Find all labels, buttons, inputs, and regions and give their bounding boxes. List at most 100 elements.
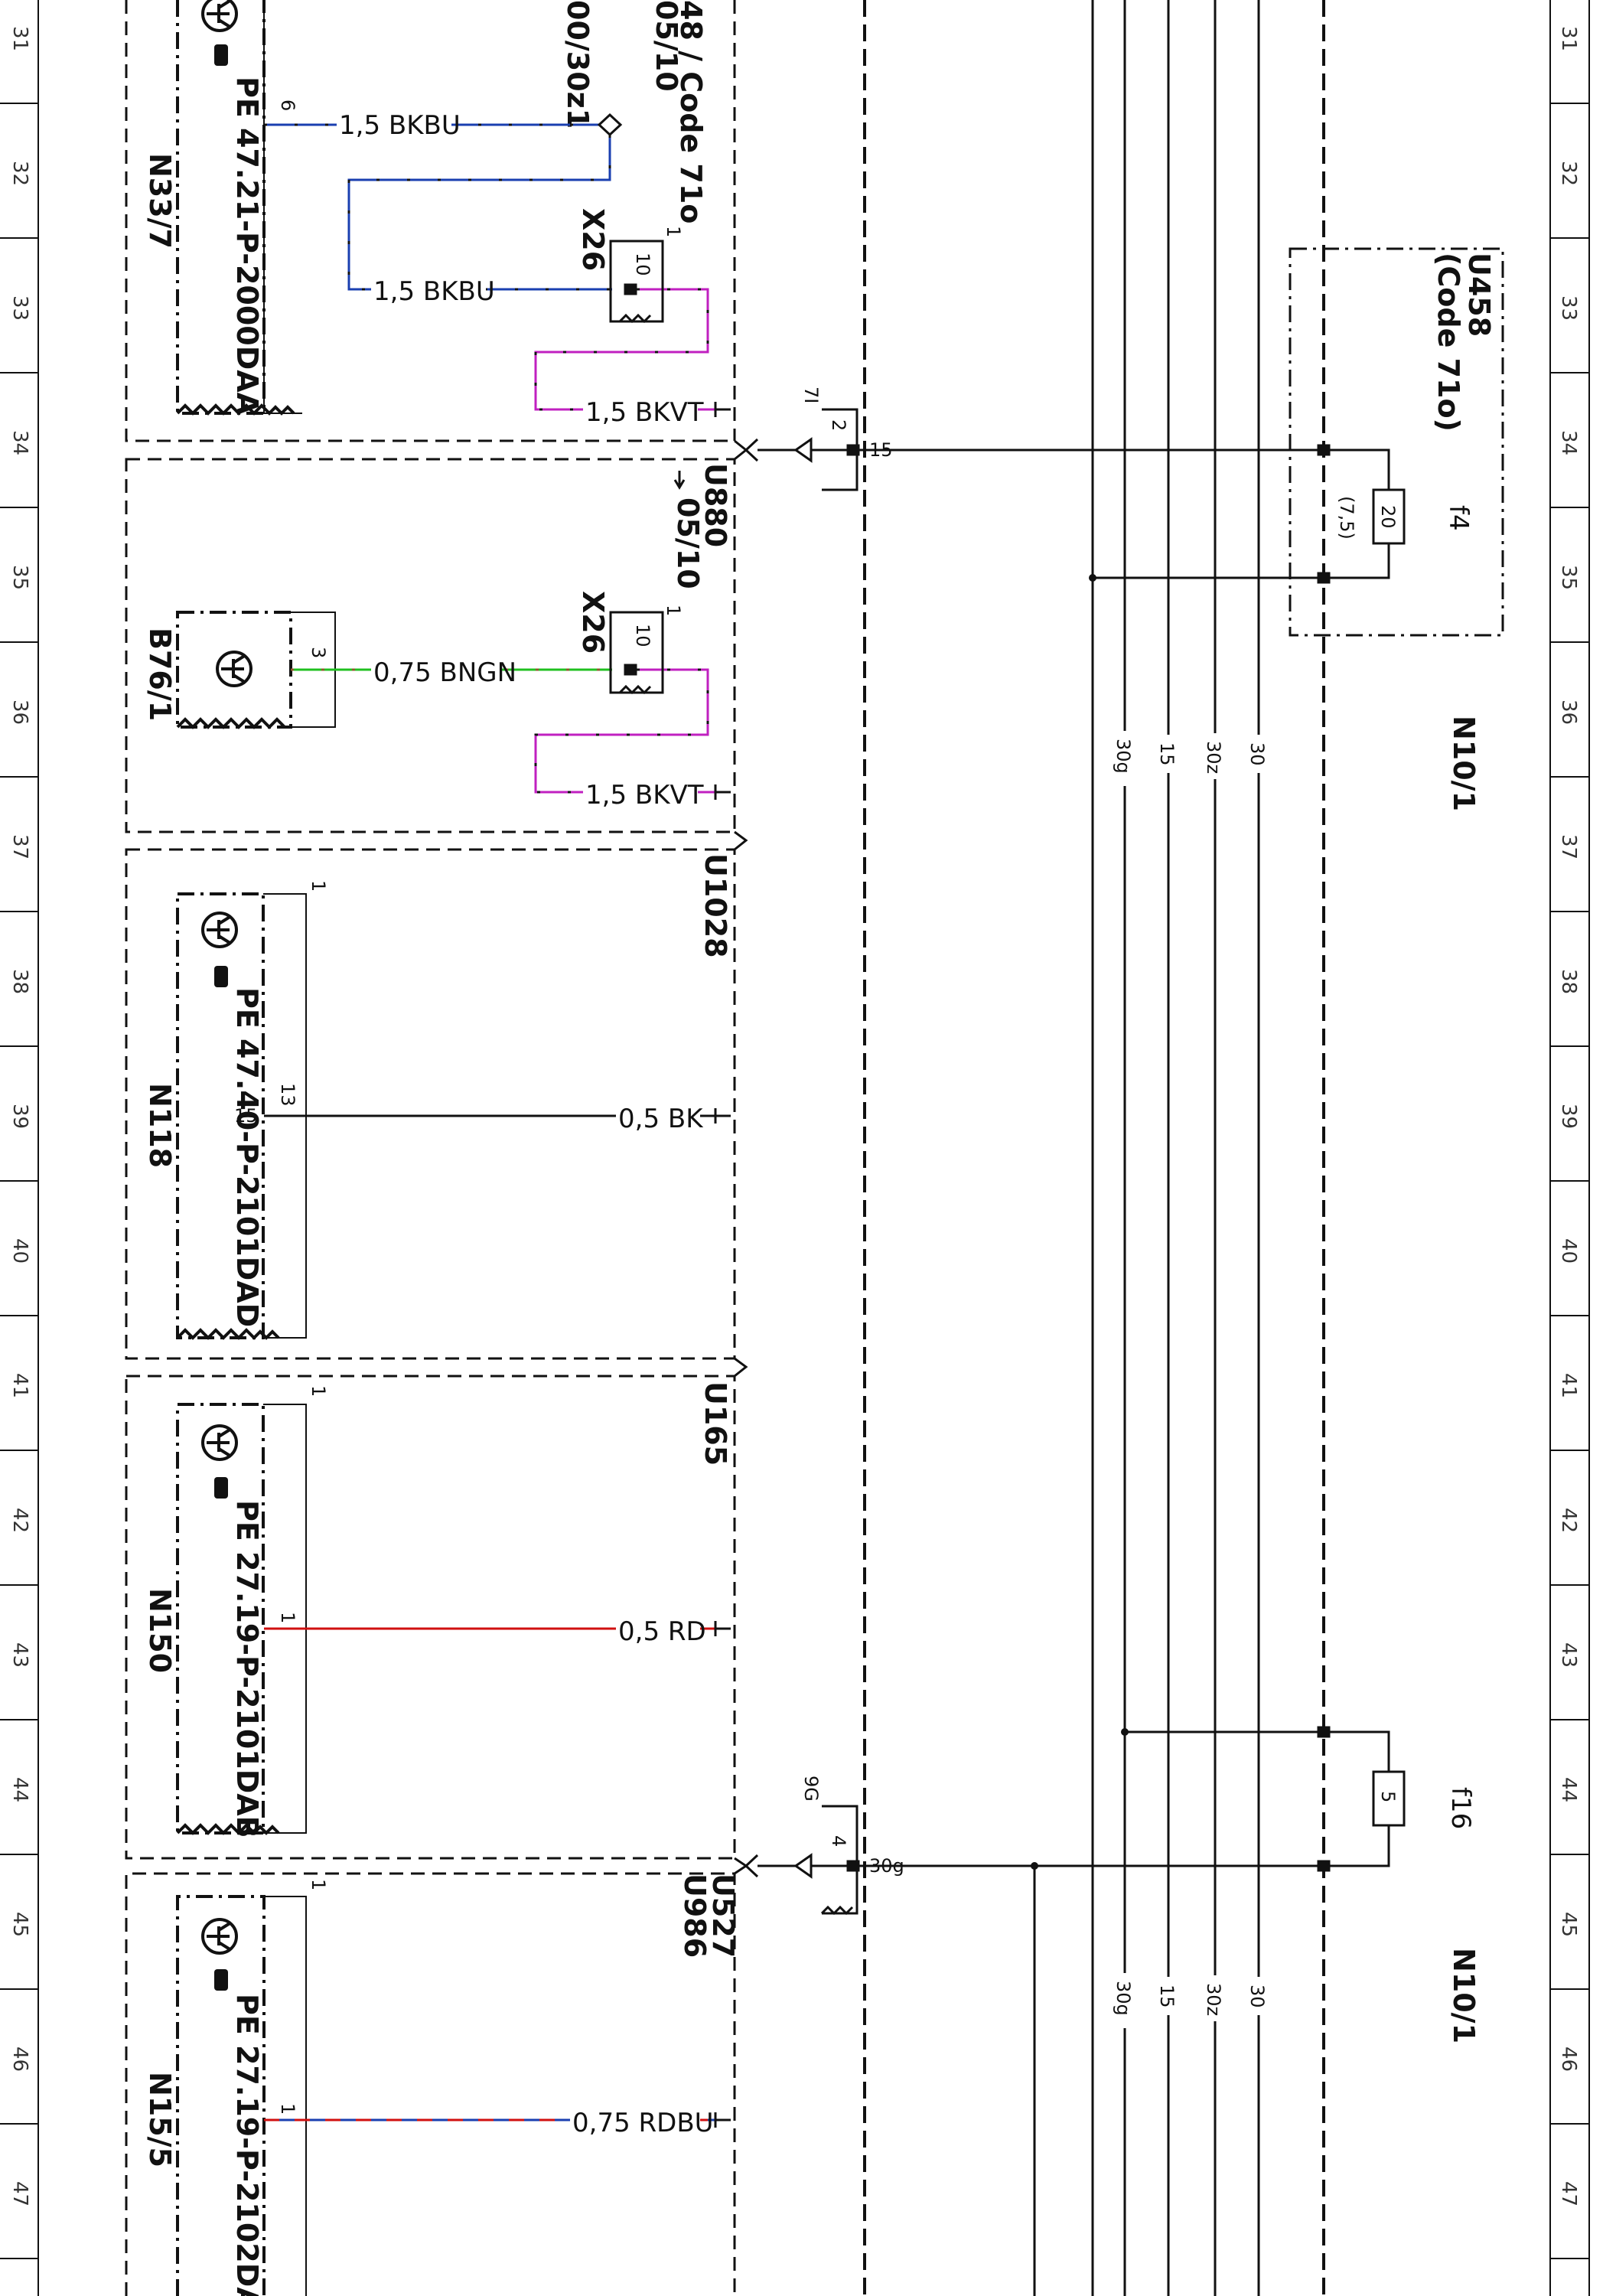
- component-zigzags: [176, 403, 295, 1835]
- module-u527: U527: [706, 1874, 740, 1958]
- grid-row-label: 37: [1557, 834, 1580, 859]
- grid-row-label: 34: [1557, 430, 1580, 455]
- pin-n10-30g-a: 4: [828, 1835, 849, 1847]
- grid-row-label: 38: [8, 969, 31, 994]
- wire-end-arrows: [714, 402, 731, 2128]
- grid-row-label: 32: [8, 161, 31, 186]
- component-doc-n33: PE 47.21-P-2000DAA: [230, 77, 264, 416]
- fuse-box-module: U458: [1462, 253, 1496, 337]
- wire-label-7: 0,5 RD: [618, 1616, 706, 1647]
- pin-n10-15-c: 15: [869, 439, 893, 461]
- grid-row-label: 41: [1557, 1373, 1580, 1398]
- wire-label-8: 0,75 RDBU: [572, 2108, 714, 2138]
- transistor-icons: [201, 0, 252, 1955]
- wire-x26-bkvt-a: [534, 288, 731, 411]
- wire-splice-bkbu: [347, 135, 612, 291]
- x26-pin-b: 10: [632, 624, 653, 647]
- grid-row-label: 37: [8, 834, 31, 859]
- wire-x26-bkvt-b: [534, 668, 731, 794]
- rail-label-15: 15: [1156, 742, 1178, 766]
- pin-n10-30g-b: 9G: [800, 1776, 822, 1802]
- grid-row-label: 47: [8, 2181, 31, 2206]
- module-labels: 48 / Code 71o 05/10 00/30z1 U880 05/10 U…: [561, 0, 740, 1958]
- rail-label-30: 30: [1246, 742, 1268, 766]
- wire-label-1: 1,5 BKBU: [339, 110, 461, 141]
- pin-n15: 1: [277, 2103, 298, 2115]
- pin-n150-top: 1: [308, 1385, 329, 1397]
- unit-n10-b: N10/1: [1447, 1948, 1481, 2043]
- wire-label-6: 0,5 BK: [618, 1104, 704, 1134]
- hand-icon: [214, 966, 228, 987]
- component-doc-n150: PE 27.19-P-2101DAB: [230, 1500, 264, 1838]
- hand-icons: [214, 44, 228, 1991]
- grid-row-label: 35: [8, 565, 31, 590]
- grid-row-label: 36: [8, 700, 31, 725]
- n10-pin30g: [758, 1805, 1324, 1916]
- transistor-icon: [216, 651, 252, 687]
- rail-label-30-b: 30: [1246, 1985, 1268, 2008]
- module-u880-ref: 05/10: [671, 497, 705, 589]
- grid-row-label: 39: [8, 1104, 31, 1129]
- rail-label-15-b: 15: [1156, 1985, 1178, 2008]
- rail-label-30g-b: 30g: [1113, 1981, 1134, 2016]
- fuse-f16: [1125, 1726, 1406, 1872]
- pin-n150: 1: [277, 1612, 298, 1623]
- module-u1028: U1028: [699, 853, 732, 958]
- grid-row-label: 33: [8, 295, 31, 321]
- hand-icon: [214, 44, 228, 66]
- pin-n118-top: 1: [308, 880, 329, 892]
- fuse-f4: [1093, 444, 1406, 584]
- rail-label-30z: 30z: [1203, 741, 1224, 774]
- partial-label-a: 48 / Code 71o: [674, 0, 708, 223]
- component-labels: PE 47.21-P-2000DAA N33/7 B76/1 PE 47.40-…: [143, 77, 264, 2296]
- x26-pin-top-b: 1: [663, 605, 684, 616]
- splice-icon: [597, 113, 623, 137]
- x26-pin-top-a: 1: [663, 226, 684, 237]
- grid-row-label: 42: [1557, 1508, 1580, 1533]
- fuse-f16-rating: 5: [1377, 1791, 1399, 1802]
- component-name-n15: N15/5: [143, 2072, 177, 2167]
- hand-icon: [214, 1969, 228, 1991]
- grid-row-label: 42: [8, 1508, 31, 1533]
- wire-label-5: 1,5 BKVT: [585, 780, 704, 810]
- grid-row-label: 33: [1557, 295, 1580, 321]
- component-name-b76: B76/1: [143, 628, 177, 721]
- module-joins: [734, 438, 759, 1878]
- rail-label-30g: 30g: [1113, 739, 1134, 774]
- grid-row-label: 36: [1557, 700, 1580, 725]
- partial-label-c: 00/30z1: [561, 0, 595, 129]
- n10-pin15: [758, 408, 1324, 491]
- component-doc-n118: PE 47.40-P-2101DAD: [230, 987, 264, 1327]
- pin-b76: 3: [308, 647, 329, 658]
- wire-labels: 1,5 BKBU 1,5 BKBU 1,5 BKVT 0,75 BNGN 1,5…: [337, 107, 714, 2138]
- wire-label-3: 1,5 BKVT: [585, 397, 704, 428]
- transistor-icon: [201, 1918, 238, 1955]
- transistor-icon: [201, 0, 238, 32]
- grid-row-label: 39: [1557, 1104, 1580, 1129]
- partial-label-b: 05/10: [650, 0, 683, 92]
- rail-label-30z-b: 30z: [1203, 1983, 1224, 2016]
- pin-n118-b: 15: [234, 1105, 258, 1127]
- fuse-f16-name: f16: [1445, 1787, 1476, 1829]
- module-u165: U165: [699, 1381, 732, 1466]
- transistor-icon: [201, 912, 238, 948]
- grid-ticks: [0, 103, 1589, 2259]
- pin-labels: 6 3 13 15 1 1 1 1 1 X26 X26 10 10 1 1: [234, 99, 684, 2115]
- junction-dot: [1121, 1728, 1129, 1736]
- bus-rails: [1091, 0, 1260, 2296]
- grid-frame: [37, 0, 1590, 2296]
- wire-label-2: 1,5 BKBU: [373, 276, 495, 307]
- component-name-n150: N150: [143, 1588, 177, 1673]
- hand-icon: [214, 1477, 228, 1499]
- fuse-f4-name: f4: [1443, 505, 1474, 531]
- module-boxes: [125, 0, 736, 2296]
- component-doc-n15: PE 27.19-P-2102DA: [230, 1994, 264, 2296]
- fuse-f4-rating: 20: [1377, 505, 1399, 529]
- grid-row-label: 32: [1557, 161, 1580, 186]
- wire-label-4: 0,75 BNGN: [373, 657, 516, 688]
- grid-row-label: 38: [1557, 969, 1580, 994]
- x26-pin-a: 10: [632, 253, 653, 276]
- grid-row-label: 45: [8, 1912, 31, 1937]
